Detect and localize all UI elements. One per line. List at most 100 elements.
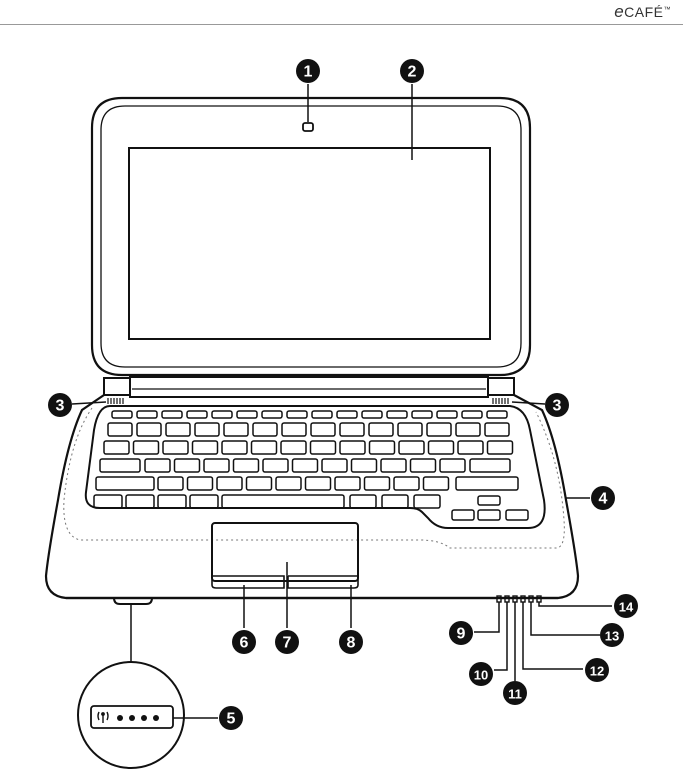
keyboard-key (370, 441, 395, 454)
keyboard-key (340, 441, 365, 454)
keyboard-key (394, 477, 419, 490)
callout-12-label: 12 (590, 664, 604, 679)
keyboard-key (485, 423, 509, 436)
keyboard-key (381, 459, 406, 472)
keyboard-key (487, 411, 507, 418)
keyboard-key (96, 477, 154, 490)
keyboard-key (222, 441, 247, 454)
keyboard-key (352, 459, 377, 472)
keyboard-key (478, 496, 500, 505)
keyboard-key (112, 411, 132, 418)
keyboard-key (462, 411, 482, 418)
keyboard-key (337, 411, 357, 418)
hinge (104, 377, 514, 397)
keyboard-key (427, 423, 451, 436)
callout-6-label: 6 (240, 635, 249, 652)
callout-14-label: 14 (619, 600, 634, 615)
keyboard-key (175, 459, 200, 472)
callout-11: 11 (503, 681, 527, 705)
callout-5: 5 (219, 706, 243, 730)
keyboard-key (398, 423, 422, 436)
keyboard-key (335, 477, 360, 490)
callout-2: 2 (400, 59, 424, 83)
callout-1-label: 1 (304, 64, 313, 81)
keyboard-key (306, 477, 331, 490)
callout-4: 4 (591, 486, 615, 510)
callout-3R: 3 (545, 393, 569, 417)
keyboard-key (104, 441, 129, 454)
keyboard-key (204, 459, 229, 472)
callout-4-label: 4 (599, 491, 608, 508)
callout-3R-label: 3 (553, 398, 562, 415)
callout-3L-label: 3 (56, 398, 65, 415)
callout-3L: 3 (48, 393, 72, 417)
callout-14: 14 (614, 594, 638, 618)
keyboard-key (452, 510, 474, 520)
callout-9: 9 (449, 621, 473, 645)
callout-6: 6 (232, 630, 256, 654)
keyboard-key (187, 411, 207, 418)
callout-8-label: 8 (347, 635, 356, 652)
keyboard-key (145, 459, 170, 472)
keyboard-key (212, 411, 232, 418)
keyboard-key (424, 477, 449, 490)
keyboard-key (281, 441, 306, 454)
callout-13-label: 13 (605, 629, 619, 644)
keyboard-key (282, 423, 306, 436)
keyboard-key (126, 495, 154, 508)
keyboard-key (94, 495, 122, 508)
keyboard-key (195, 423, 219, 436)
keyboard-key (387, 411, 407, 418)
keyboard-key (134, 441, 159, 454)
callout-9-label: 9 (457, 626, 466, 643)
keyboard-key (253, 423, 277, 436)
keyboard-key (365, 477, 390, 490)
keyboard-key (100, 459, 140, 472)
keyboard-key (412, 411, 432, 418)
display-screen (129, 148, 490, 339)
speaker-grille-right (493, 398, 508, 404)
keyboard-key (163, 441, 188, 454)
callout-7-label: 7 (283, 635, 292, 652)
keyboard-key (276, 477, 301, 490)
keyboard-key (458, 441, 483, 454)
keyboard-key (488, 441, 513, 454)
callout-2-label: 2 (408, 64, 417, 81)
keyboard-key (437, 411, 457, 418)
keyboard-key (340, 423, 364, 436)
keyboard-key (158, 477, 183, 490)
keyboard-key (166, 423, 190, 436)
keyboard-key (369, 423, 393, 436)
keyboard-key (137, 411, 157, 418)
callout-5-label: 5 (227, 711, 236, 728)
callout-11-label: 11 (508, 687, 522, 702)
keyboard-key (222, 495, 344, 508)
keyboard-deck (86, 406, 545, 528)
keyboard-key (311, 441, 336, 454)
keyboard-key (429, 441, 454, 454)
callout-10: 10 (469, 662, 493, 686)
touchpad (212, 523, 358, 581)
keyboard-key (237, 411, 257, 418)
magnifier-circle (78, 662, 184, 768)
keyboard-key (506, 510, 528, 520)
callout-8: 8 (339, 630, 363, 654)
keyboard-key (470, 459, 510, 472)
laptop-lid (92, 98, 530, 375)
keyboard-key (287, 411, 307, 418)
keyboard-key (478, 510, 500, 520)
webcam-lens (303, 123, 313, 131)
callout-12: 12 (585, 658, 609, 682)
keyboard-key (252, 441, 277, 454)
keyboard-key (234, 459, 259, 472)
keyboard-key (350, 495, 376, 508)
keyboard-key (190, 495, 218, 508)
keyboard-key (399, 441, 424, 454)
keyboard-key (263, 459, 288, 472)
callout-1: 1 (296, 59, 320, 83)
keyboard-key (311, 423, 335, 436)
keyboard-key (193, 441, 218, 454)
keyboard-keys (94, 411, 528, 520)
keyboard-key (158, 495, 186, 508)
